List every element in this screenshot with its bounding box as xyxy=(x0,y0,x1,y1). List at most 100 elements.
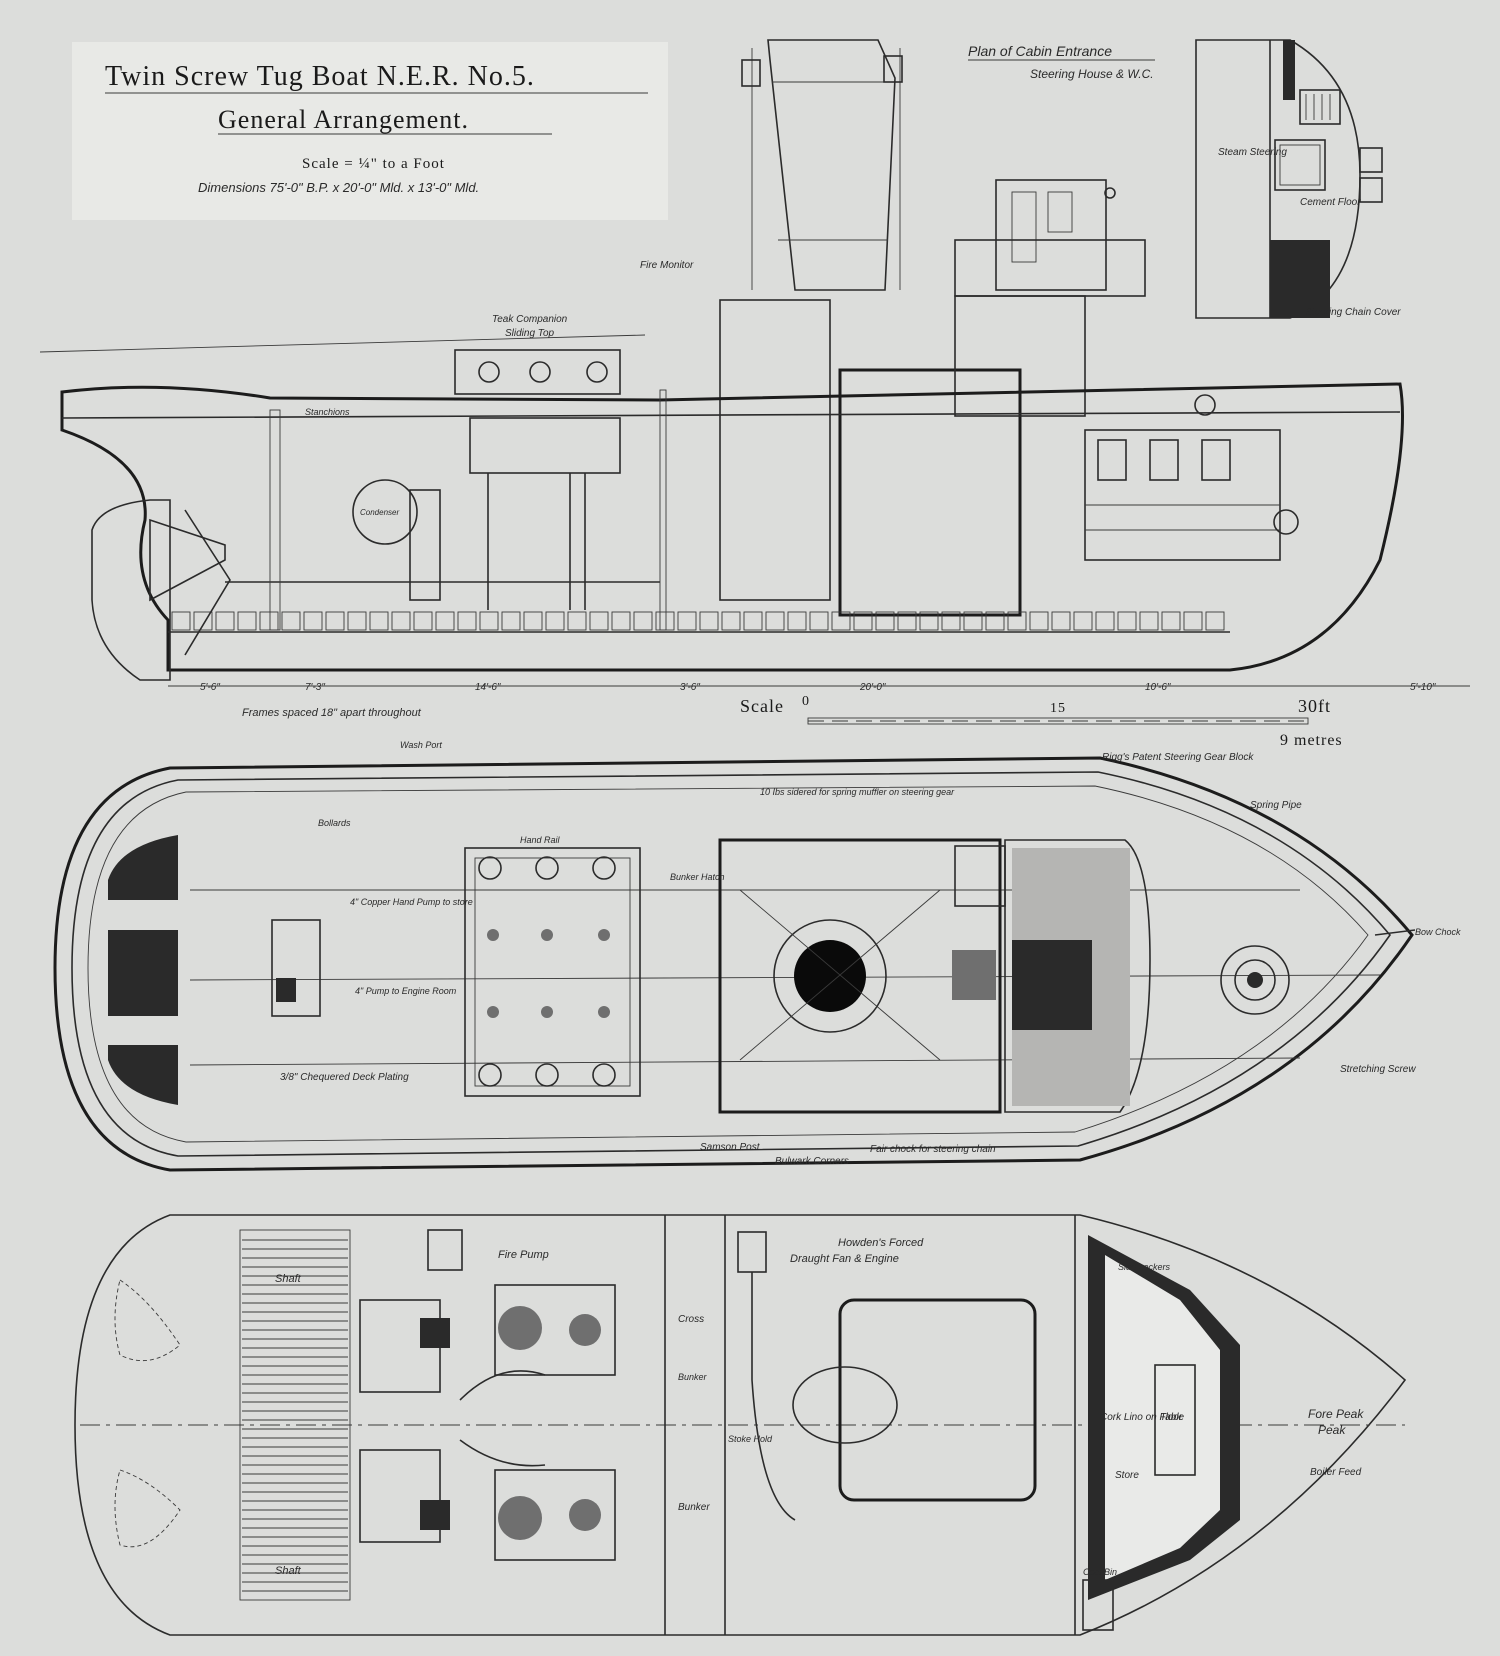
hold-plan: Fire Pump Howden's Forced Draught Fan & … xyxy=(74,1214,1407,1636)
label-fire-pump: Fire Pump xyxy=(498,1249,549,1261)
label-fore-peak: Fore Peak xyxy=(1308,1407,1364,1421)
keel-frame xyxy=(853,611,873,631)
keel-frame xyxy=(545,611,565,631)
dim-5: 20'-0" xyxy=(859,682,886,693)
keel-frame xyxy=(303,611,323,631)
keel-frame xyxy=(1095,611,1115,631)
keel-frame xyxy=(237,611,257,631)
keel-frame xyxy=(677,611,697,631)
keel-frame xyxy=(435,611,455,631)
funnel-plan xyxy=(773,919,887,1033)
rudder xyxy=(91,499,171,681)
label-steering-gear-block: Rigg's Patent Steering Gear Block xyxy=(1102,752,1254,763)
keel-frame xyxy=(787,611,807,631)
label-coal-bin: Coal Bin xyxy=(1083,1567,1117,1577)
label-samson-post: Samson Post xyxy=(700,1142,761,1153)
keel-frame xyxy=(897,611,917,631)
deck-plan: Hand Rail Rigg's Patent Steering Gear Bl… xyxy=(53,740,1461,1172)
inset-steam-steering: Steam Steering xyxy=(1218,147,1287,158)
label-store: Store xyxy=(1115,1470,1139,1481)
label-bow-chock: Bow Chock xyxy=(1415,927,1461,937)
keel-frame xyxy=(215,611,235,631)
dim-2: 7'-3" xyxy=(305,682,325,693)
scuttle xyxy=(478,1063,502,1087)
label-fore-peak-2: Peak xyxy=(1318,1423,1346,1437)
label-bunker-bottom: Bunker xyxy=(678,1502,710,1513)
keel-frame xyxy=(501,611,521,631)
wheelhouse xyxy=(954,179,1146,297)
keel-frame xyxy=(193,611,213,631)
label-shaft-top: Shaft xyxy=(275,1273,302,1285)
scale-tick-0: 0 xyxy=(802,694,810,709)
keel-frame xyxy=(567,611,587,631)
keel-frame xyxy=(765,611,785,631)
keel-frame xyxy=(1117,611,1137,631)
keel-frame xyxy=(325,611,345,631)
keel-frame xyxy=(281,611,301,631)
scuttle xyxy=(592,1063,616,1087)
label-spring-pipe: Spring Pipe xyxy=(1250,800,1302,811)
keel-frame xyxy=(523,611,543,631)
keel-frame xyxy=(1161,611,1181,631)
deck-bolt xyxy=(541,929,553,941)
profile-elevation: Fire Monitor Teak Companion Sliding Top … xyxy=(39,39,1470,719)
keel-frame xyxy=(875,611,895,631)
deck-bolt xyxy=(487,929,499,941)
shaft-hatching xyxy=(242,1239,348,1592)
label-bunker-hatch: Bunker Hatch xyxy=(670,872,725,882)
title-block: Twin Screw Tug Boat N.E.R. No.5. General… xyxy=(72,42,668,220)
keel-frame xyxy=(1051,611,1071,631)
label-draught-fan: Draught Fan & Engine xyxy=(790,1253,899,1265)
keel-frame xyxy=(413,611,433,631)
dim-7: 5'-10" xyxy=(1410,682,1436,693)
label-bulwark-corners: Bulwark Corners xyxy=(775,1156,849,1167)
keel-frame xyxy=(1183,611,1203,631)
deck-bolt xyxy=(598,1006,610,1018)
label-hand-rail: Hand Rail xyxy=(520,835,561,845)
scale-tick-15: 15 xyxy=(1050,701,1066,716)
frames-note: Frames spaced 18" apart throughout xyxy=(242,707,422,719)
label-wash-port: Wash Port xyxy=(400,740,442,750)
deck-bolt xyxy=(598,929,610,941)
keel-frame xyxy=(171,611,191,631)
dim-1: 5'-6" xyxy=(200,682,220,693)
keel-frame xyxy=(1205,611,1225,631)
keel-frame xyxy=(347,611,367,631)
funnel xyxy=(741,39,903,291)
label-deck-pump: 4" Pump to Engine Room xyxy=(355,986,457,996)
keel-frame xyxy=(391,611,411,631)
label-stoke-hold: Stoke Hold xyxy=(728,1434,773,1444)
label-table: Table xyxy=(1160,1412,1185,1423)
label-condenser: Condenser xyxy=(360,508,399,517)
keel-frame xyxy=(1007,611,1027,631)
keel-frame xyxy=(831,611,851,631)
inset-steering-chain-cover: Steering Chain Cover xyxy=(1305,307,1401,318)
scale-prefix: Scale xyxy=(740,696,784,716)
drawing-title: Twin Screw Tug Boat N.E.R. No.5. xyxy=(105,61,535,92)
label-shaft-bottom: Shaft xyxy=(275,1565,302,1577)
label-bunker-top: Bunker xyxy=(678,1372,708,1382)
drawing-scale: Scale = ¼" to a Foot xyxy=(302,156,445,172)
scuttle xyxy=(478,856,502,880)
deck-bolt xyxy=(487,1006,499,1018)
keel-frame xyxy=(743,611,763,631)
hull-profile-outline xyxy=(60,382,1404,672)
keel-frame xyxy=(259,611,279,631)
keel-frame xyxy=(457,611,477,631)
keel-frame xyxy=(633,611,653,631)
label-side-lockers: Side Lockers xyxy=(1118,1262,1171,1272)
scale-bar: Scale 0 15 30ft 9 metres xyxy=(740,694,1342,749)
label-stretching-screw: Stretching Screw xyxy=(1340,1064,1416,1075)
label-stanchions: Stanchions xyxy=(305,407,350,417)
drawing-subtitle: General Arrangement. xyxy=(218,105,469,134)
label-boiler-feed: Boiler Feed xyxy=(1310,1467,1362,1478)
keel-frame xyxy=(721,611,741,631)
label-howdens: Howden's Forced xyxy=(838,1237,924,1249)
label-fire-monitor: Fire Monitor xyxy=(640,260,694,271)
label-bollards: Bollards xyxy=(318,818,351,828)
keel-frame xyxy=(919,611,939,631)
scuttle xyxy=(535,856,559,880)
boiler xyxy=(838,1298,1037,1502)
deck-hull-outline xyxy=(53,756,1414,1172)
